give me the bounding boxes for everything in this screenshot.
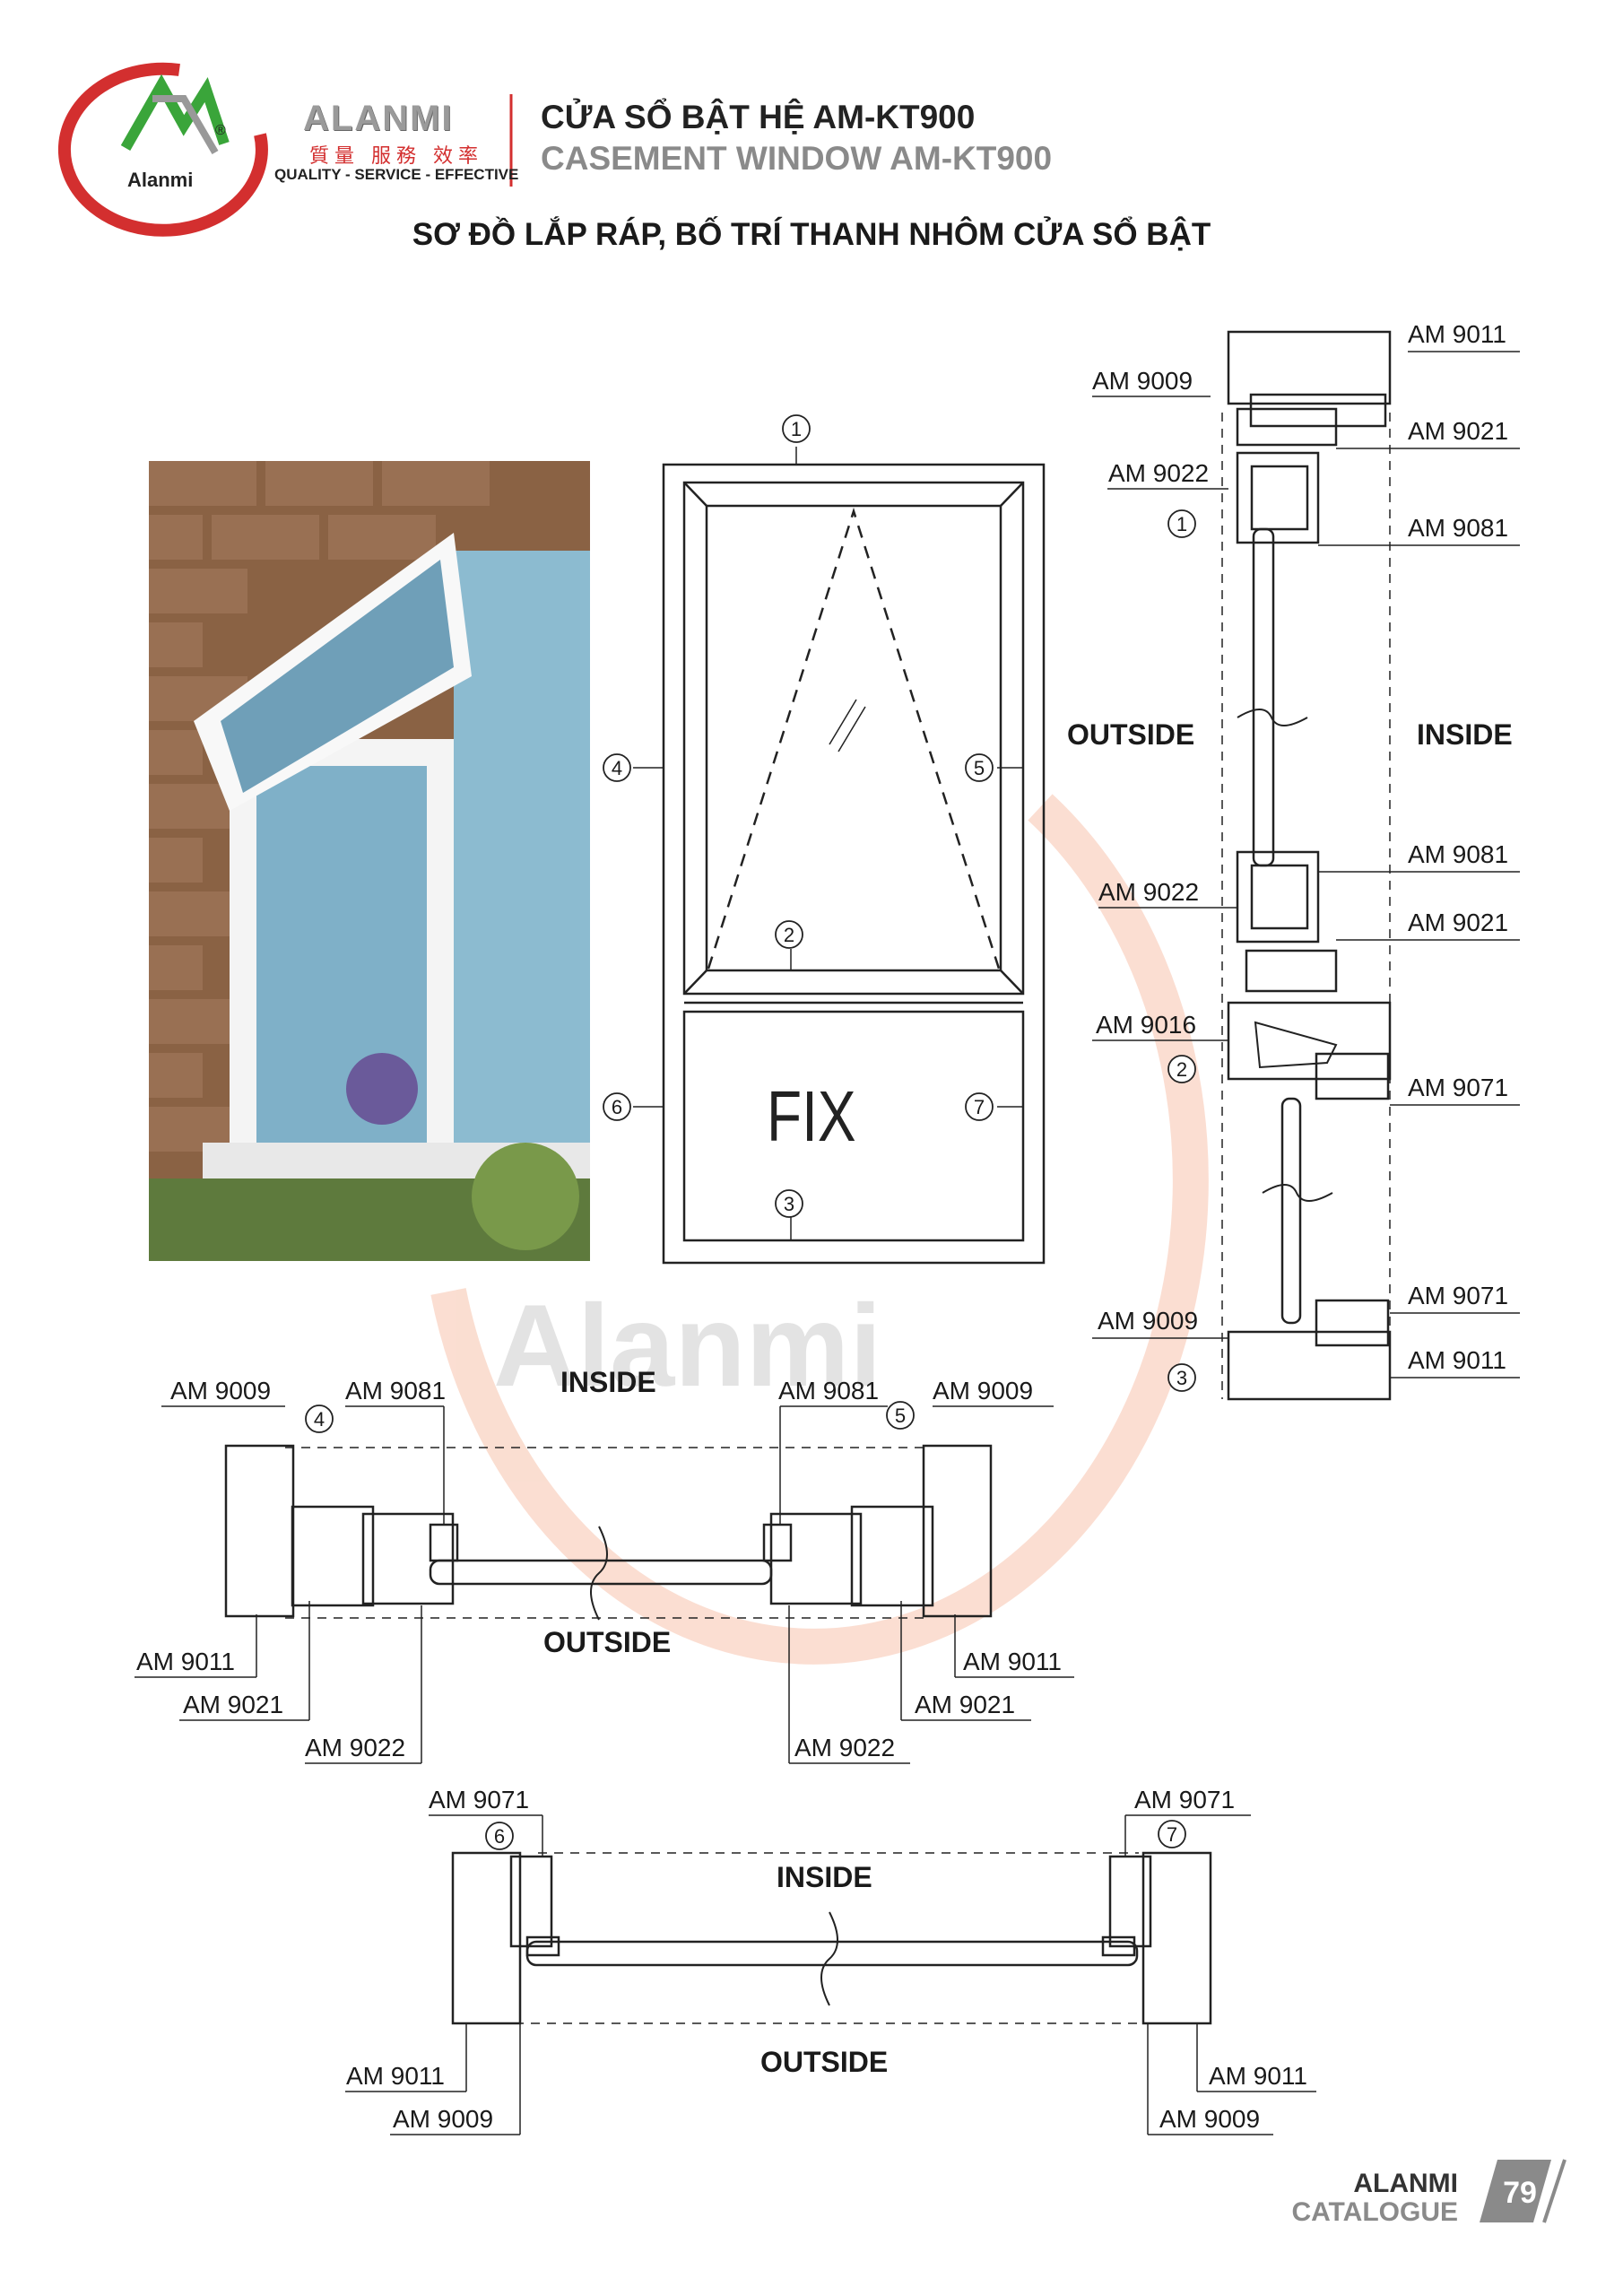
vs-label-am9011-top: AM 9011 — [1408, 320, 1506, 348]
hs-bottom-outside: OUTSIDE — [760, 2046, 888, 2078]
hs-top-markers — [305, 1401, 915, 1433]
marker-6: 6 — [612, 1096, 622, 1118]
logo-text: Alanmi — [127, 169, 194, 191]
vs-marker-1: 1 — [1176, 513, 1187, 535]
page-heading: SƠ ĐỒ LẮP RÁP, BỐ TRÍ THANH NHÔM CỬA SỔ … — [412, 217, 1211, 252]
hs-top-inside: INSIDE — [560, 1366, 656, 1398]
window-photo — [149, 461, 590, 1261]
vs-marker-3: 3 — [1176, 1367, 1187, 1389]
hs-bottom-label-am9071-left: AM 9071 — [429, 1786, 529, 1813]
logo-mark: ® — [57, 62, 268, 237]
vs-label-am9011-bot: AM 9011 — [1408, 1346, 1506, 1374]
vs-label-am9009-bot: AM 9009 — [1098, 1307, 1198, 1335]
vertical-section — [1221, 330, 1392, 1401]
elevation-markers — [603, 414, 994, 1218]
vertical-section-leaders — [1092, 351, 1520, 1378]
hs-top-label-am9021-right: AM 9021 — [915, 1691, 1015, 1718]
title-english: CASEMENT WINDOW AM-KT900 — [541, 140, 1053, 177]
hs-top-label-am9021-left: AM 9021 — [183, 1691, 283, 1718]
vs-marker-2: 2 — [1176, 1058, 1187, 1081]
hs-bottom-label-am9009-left: AM 9009 — [393, 2105, 493, 2133]
watermark-text: Alanmi — [493, 1280, 881, 1411]
hs-top-label-am9011-left: AM 9011 — [136, 1648, 235, 1675]
marker-4: 4 — [612, 757, 622, 779]
hs-top-label-am9011-right: AM 9011 — [963, 1648, 1062, 1675]
hs-top-label-am9081-right: AM 9081 — [778, 1377, 879, 1405]
vs-label-am9016: AM 9016 — [1096, 1011, 1196, 1039]
hs-top-leaders — [135, 1405, 1074, 1764]
vs-label-am9009-top: AM 9009 — [1092, 367, 1193, 395]
window-elevation — [633, 447, 1046, 1265]
title-vietnamese: CỬA SỔ BẬT HỆ AM-KT900 — [541, 99, 976, 135]
page-number-badge — [1480, 2159, 1567, 2223]
brand-slogan: QUALITY - SERVICE - EFFECTIVE — [274, 166, 519, 183]
marker-1: 1 — [791, 418, 802, 440]
fix-label: FIX — [767, 1076, 856, 1156]
vs-label-am9021-top: AM 9021 — [1408, 417, 1508, 445]
vs-markers — [1167, 509, 1196, 1392]
hs-top-label-am9081-left: AM 9081 — [345, 1377, 446, 1405]
horizontal-section-bottom — [451, 1851, 1212, 2025]
hs-bottom-label-am9011-left: AM 9011 — [346, 2062, 445, 2090]
marker-5: 5 — [974, 757, 985, 779]
hs-top-marker-4: 4 — [314, 1408, 325, 1431]
footer-brand: ALANMI — [1353, 2169, 1458, 2198]
horizontal-section-top — [224, 1444, 993, 1621]
hs-bottom-marker-7: 7 — [1167, 1823, 1177, 1846]
hs-top-label-am9009-right: AM 9009 — [933, 1377, 1033, 1405]
footer-catalogue: CATALOGUE — [1291, 2197, 1458, 2227]
vs-label-am9081-mid: AM 9081 — [1408, 840, 1508, 868]
marker-7: 7 — [974, 1096, 985, 1118]
vs-label-am9022-top: AM 9022 — [1108, 459, 1209, 487]
hs-top-outside: OUTSIDE — [543, 1626, 671, 1658]
hs-top-label-am9009-left: AM 9009 — [170, 1377, 271, 1405]
vs-label-am9071-bot: AM 9071 — [1408, 1282, 1508, 1309]
hs-bottom-label-am9071-right: AM 9071 — [1134, 1786, 1235, 1813]
hs-top-label-am9022-right: AM 9022 — [794, 1734, 895, 1761]
vs-inside-label: INSIDE — [1417, 718, 1513, 751]
svg-text:®: ® — [215, 123, 226, 138]
watermark: Alanmi — [430, 794, 1209, 1665]
brand-name: ALANMI — [303, 99, 454, 138]
marker-2: 2 — [784, 924, 794, 946]
hs-bottom-marker-6: 6 — [494, 1825, 505, 1848]
vs-outside-label: OUTSIDE — [1067, 718, 1194, 751]
brand-chinese: 質量 服務 效率 — [309, 145, 483, 168]
vs-label-am9081-top: AM 9081 — [1408, 514, 1508, 542]
vs-label-am9022-mid: AM 9022 — [1098, 878, 1199, 906]
vs-label-am9071-mid: AM 9071 — [1408, 1074, 1508, 1101]
hs-top-label-am9022-left: AM 9022 — [305, 1734, 405, 1761]
hs-bottom-markers — [485, 1820, 1186, 1850]
vs-label-am9021-mid: AM 9021 — [1408, 909, 1508, 936]
marker-3: 3 — [784, 1193, 794, 1215]
hs-bottom-leaders — [345, 1814, 1316, 2135]
hs-bottom-inside: INSIDE — [777, 1861, 872, 1893]
hs-bottom-label-am9011-right: AM 9011 — [1209, 2062, 1307, 2090]
hs-bottom-label-am9009-right: AM 9009 — [1159, 2105, 1260, 2133]
page-number: 79 — [1503, 2176, 1537, 2210]
hs-top-marker-5: 5 — [895, 1405, 906, 1427]
